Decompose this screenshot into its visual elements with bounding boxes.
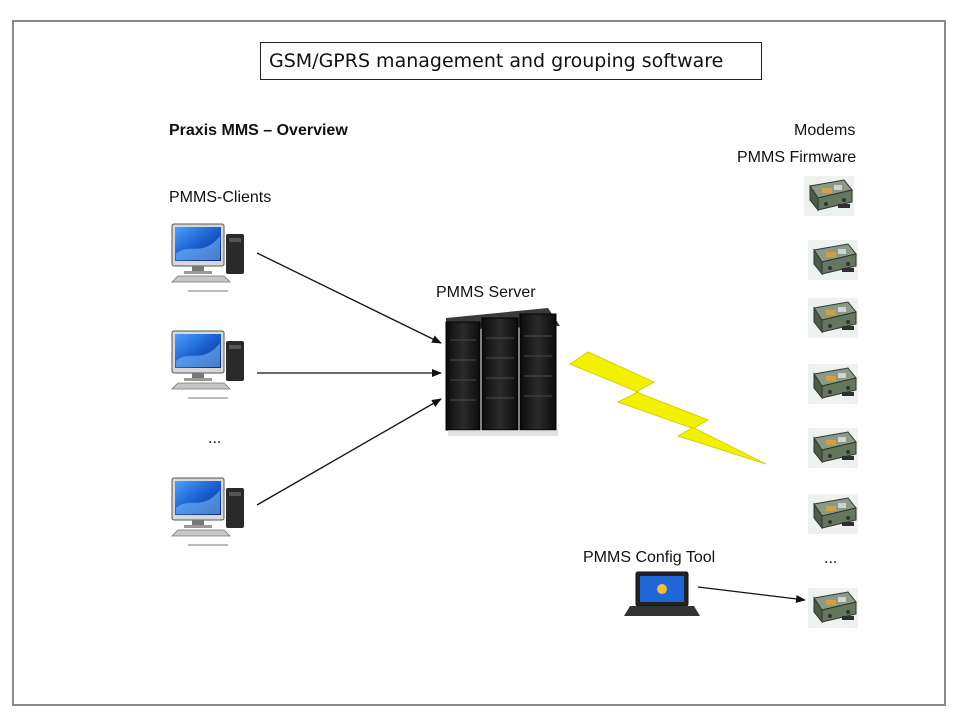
diagram-title: GSM/GPRS management and grouping softwar… <box>260 42 762 80</box>
modem-1 <box>803 175 855 217</box>
modem-6 <box>807 493 859 535</box>
config-tool-label: PMMS Config Tool <box>583 549 716 566</box>
server-label: PMMS Server <box>436 284 536 301</box>
modems-ellipsis: ... <box>824 550 838 567</box>
lightning-bolt-icon <box>568 351 767 465</box>
laptop-icon <box>624 571 700 616</box>
modem-3 <box>807 297 859 339</box>
client-computer-2 <box>171 330 245 400</box>
diagram-title-text: GSM/GPRS management and grouping softwar… <box>269 50 724 72</box>
modem-7 <box>807 587 859 629</box>
modem-2 <box>807 239 859 281</box>
clients-label: PMMS-Clients <box>169 189 272 206</box>
arrow-client1-server <box>256 252 442 344</box>
server-rack-icon <box>445 308 560 436</box>
arrow-config-tool-modem <box>697 586 806 603</box>
modems-label: Modems <box>794 122 856 139</box>
firmware-label: PMMS Firmware <box>737 149 857 166</box>
client-computer-3 <box>171 477 245 547</box>
client-computer-1 <box>171 223 245 293</box>
modem-4 <box>807 363 859 405</box>
modem-5 <box>807 427 859 469</box>
overview-label: Praxis MMS – Overview <box>169 122 348 139</box>
clients-ellipsis: ... <box>208 430 222 447</box>
arrow-client3-server <box>256 398 442 506</box>
